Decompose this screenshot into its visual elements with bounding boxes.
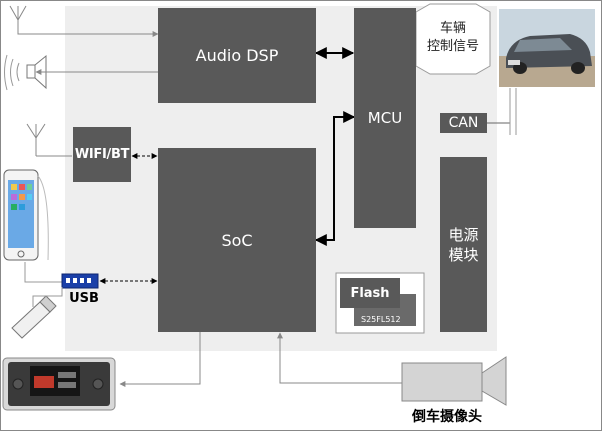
vehicle-signal-label-1: 车辆 (439, 21, 466, 36)
wifi-bt-block: WIFI/BT (73, 127, 131, 182)
mcu-soc-link (314, 111, 356, 246)
can-block: CAN (440, 113, 487, 133)
smartphone-icon (3, 169, 49, 261)
camera-icon (401, 356, 507, 406)
vehicle-signal-arrow (415, 3, 491, 75)
audio-dsp-block: Audio DSP (158, 8, 316, 103)
drive-to-usb-line (32, 287, 63, 307)
usb-label: USB (69, 291, 99, 306)
car-photo-icon (499, 9, 595, 87)
power-module-block: 电源 模块 (440, 157, 487, 332)
soc-block: SoC (158, 148, 316, 332)
soc-to-display-line (119, 332, 201, 387)
camera-to-soc-line (277, 332, 402, 384)
vehicle-signal-label-2: 控制信号 (426, 39, 479, 54)
antenna-icon-wifi (26, 123, 46, 156)
head-unit-icon (2, 357, 116, 411)
usb-drive-icon (11, 295, 57, 339)
mcu-block: MCU (354, 8, 416, 228)
antenna-to-dsp-line (17, 28, 159, 37)
reverse-camera-label: 倒车摄像头 (412, 409, 482, 425)
flash-label-chip: Flash (340, 278, 400, 308)
phone-to-usb-line (24, 262, 62, 283)
antenna-icon-top (9, 5, 27, 28)
power-module-label-2: 模块 (448, 245, 479, 264)
usb-port-icon (61, 273, 99, 289)
power-module-label-1: 电源 (448, 225, 479, 244)
vehicle-signal-label: 车辆 控制信号 (416, 20, 490, 56)
